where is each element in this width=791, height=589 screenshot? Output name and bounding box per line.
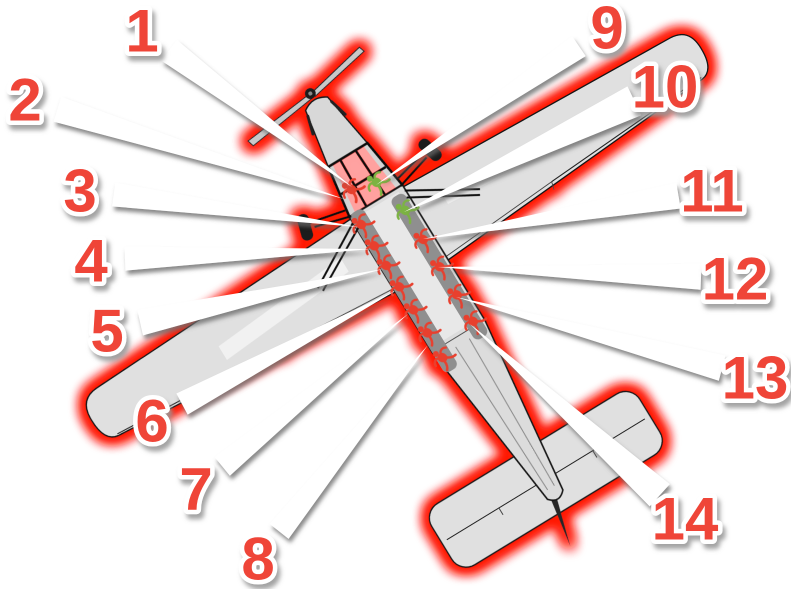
callout-wedge-9 [376,36,586,185]
callout-wedge-13 [456,297,726,381]
callout-number-4: 4 [74,228,108,295]
callout-number-14: 14 [652,486,719,553]
tailcone-panel-lines [455,338,555,491]
callout-wedge-7 [214,314,408,476]
callout-number-3: 3 [63,158,96,225]
callout-number-12: 12 [702,246,769,313]
callout-wedge-8 [269,345,428,539]
callout-number-13: 13 [722,345,789,412]
cabin-floor [357,191,477,346]
propeller [247,46,365,147]
callout-wedge-1 [161,39,352,187]
callout-number-10: 10 [632,54,699,121]
callout-number-6: 6 [135,388,168,455]
callout-wedge-3 [112,182,358,227]
callout-wedge-5 [137,269,383,336]
callout-number-1: 1 [125,0,158,65]
callout-wedge-11 [423,182,681,239]
callout-wedges [53,36,726,539]
callout-number-7: 7 [179,456,212,523]
callout-wedge-2 [53,96,344,199]
callout-wedge-10 [404,86,642,212]
callout-wedge-14 [470,324,670,507]
callout-number-5: 5 [90,298,123,365]
callout-wedge-12 [438,263,702,290]
callout-number-2: 2 [8,67,41,134]
cockpit-canopy [326,141,405,220]
callout-number-11: 11 [680,158,743,225]
callout-number-9: 9 [590,0,623,62]
exhaust-stacks [306,100,347,136]
callout-number-8: 8 [241,526,274,589]
engine-cowling [304,96,369,169]
callout-wedge-6 [176,291,395,415]
callout-wedge-4 [124,246,371,271]
